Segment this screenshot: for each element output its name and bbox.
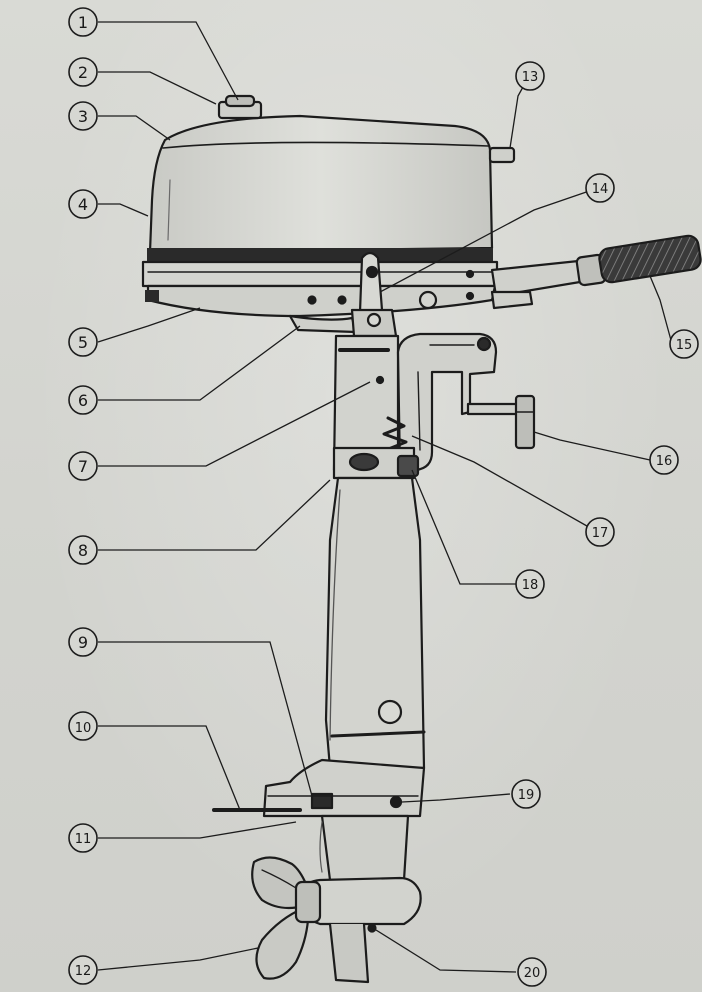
callout-10: 10 — [68, 711, 98, 741]
svg-text:12: 12 — [75, 964, 92, 979]
svg-text:6: 6 — [78, 391, 88, 410]
callout-16: 16 — [649, 445, 679, 475]
svg-text:1: 1 — [78, 13, 88, 32]
callout-1: 1 — [68, 7, 98, 37]
svg-text:20: 20 — [524, 966, 541, 981]
callout-5: 5 — [68, 327, 98, 357]
svg-text:5: 5 — [78, 333, 88, 352]
callout-6: 6 — [68, 385, 98, 415]
svg-text:4: 4 — [78, 195, 88, 214]
svg-text:16: 16 — [656, 454, 673, 469]
svg-text:14: 14 — [592, 182, 609, 197]
tiller-handle — [490, 234, 702, 310]
swivel-bracket — [288, 308, 398, 338]
svg-text:8: 8 — [78, 541, 88, 560]
callout-3: 3 — [68, 101, 98, 131]
drive-shaft-housing — [324, 476, 426, 770]
callout-8: 8 — [68, 535, 98, 565]
callout-4: 4 — [68, 189, 98, 219]
lower-clamp-block — [332, 446, 420, 480]
callout-9: 9 — [68, 627, 98, 657]
callout-15: 15 — [669, 329, 699, 359]
callout-13: 13 — [515, 61, 545, 91]
svg-text:18: 18 — [522, 578, 539, 593]
front-lever — [358, 251, 384, 318]
callout-11: 11 — [68, 823, 98, 853]
svg-text:10: 10 — [75, 721, 92, 736]
cowling-seam — [141, 248, 499, 288]
propeller — [251, 856, 322, 980]
cowling-top-knob — [217, 94, 263, 120]
svg-text:19: 19 — [518, 788, 535, 803]
leader-lines — [97, 21, 673, 973]
callout-18: 18 — [515, 569, 545, 599]
callout-12: 12 — [68, 955, 98, 985]
svg-text:13: 13 — [522, 70, 539, 85]
svg-text:9: 9 — [78, 633, 88, 652]
svg-text:3: 3 — [78, 107, 88, 126]
callout-20: 20 — [517, 957, 547, 987]
svg-text:7: 7 — [78, 457, 88, 476]
callout-17: 17 — [585, 517, 615, 547]
anti-cavitation-plate — [212, 758, 426, 818]
lower-engine-pan — [145, 269, 497, 318]
callout-markers: 1 2 3 4 5 6 7 8 9 10 11 12 13 14 15 16 1… — [68, 7, 699, 987]
callout-19: 19 — [511, 779, 541, 809]
callout-2: 2 — [68, 57, 98, 87]
mid-section — [332, 334, 400, 472]
svg-text:15: 15 — [676, 338, 693, 353]
air-vent-tube — [488, 146, 516, 164]
gearcase — [298, 814, 422, 984]
svg-text:11: 11 — [75, 832, 92, 847]
clamp-screw-handle — [466, 394, 536, 450]
callout-7: 7 — [68, 451, 98, 481]
svg-text:17: 17 — [592, 526, 609, 541]
engine-cowling — [148, 114, 494, 254]
svg-text:2: 2 — [78, 63, 88, 82]
callout-14: 14 — [585, 173, 615, 203]
transom-clamp-bracket — [396, 332, 498, 472]
